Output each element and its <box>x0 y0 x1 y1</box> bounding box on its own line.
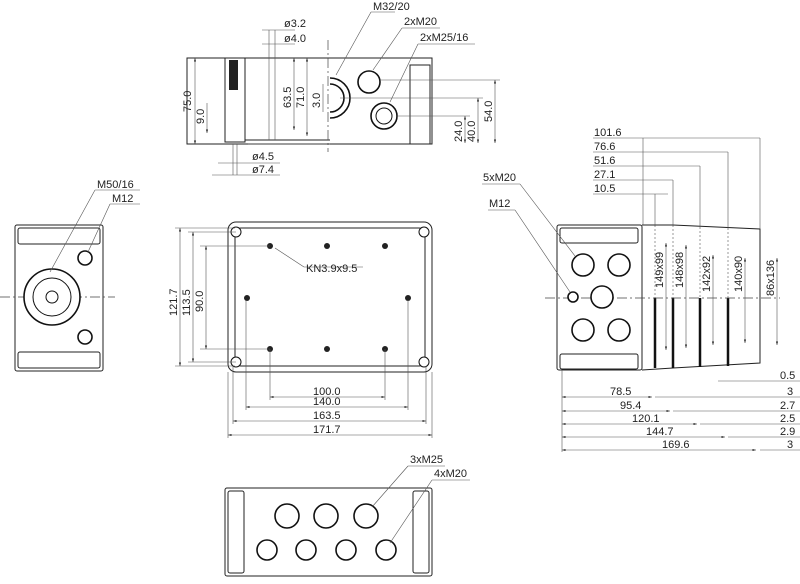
dim-10.5: 10.5 <box>594 183 615 195</box>
dim-9: 9.0 <box>195 109 207 124</box>
size-149x99: 149x99 <box>654 252 666 288</box>
dim-d3.2: ø3.2 <box>284 18 306 30</box>
callout-3xm25: 3xM25 <box>410 454 443 466</box>
size-142x92: 142x92 <box>701 256 713 292</box>
callout-2xm20: 2xM20 <box>404 16 437 28</box>
dim-163.5: 163.5 <box>313 410 341 422</box>
size-86x136: 86x136 <box>765 260 777 296</box>
offset-3-last: 3 <box>787 439 793 451</box>
dim-71: 71.0 <box>295 87 307 108</box>
dim-27.1: 27.1 <box>594 169 615 181</box>
dim-100: 100.0 <box>313 386 341 398</box>
offset-2.7: 2.7 <box>780 400 795 412</box>
dim-d4.5: ø4.5 <box>252 151 274 163</box>
gland-m12 <box>77 250 93 266</box>
dim-40: 40.0 <box>466 121 478 142</box>
dim-113.5: 113.5 <box>181 289 193 316</box>
dim-75: 75.0 <box>182 91 194 112</box>
dim-63.5: 63.5 <box>282 87 294 108</box>
callout-kn: KN3.9x9.5 <box>306 263 357 275</box>
gland-m20 <box>357 70 381 94</box>
dim-144.7: 144.7 <box>646 426 674 438</box>
callout-2xm25: 2xM25/16 <box>420 32 468 44</box>
callout-m12: M12 <box>112 193 133 205</box>
callout-4xm20: 4xM20 <box>434 468 467 480</box>
left-end-view: M50/16 M12 <box>0 179 140 372</box>
dim-76.6: 76.6 <box>594 141 615 153</box>
dim-169.6: 169.6 <box>662 439 690 451</box>
dim-120.1: 120.1 <box>632 413 660 425</box>
offset-0.5: 0.5 <box>780 370 795 382</box>
dim-d7.4: ø7.4 <box>252 164 274 176</box>
callout-m12-right: M12 <box>489 198 510 210</box>
dim-78.5: 78.5 <box>610 386 631 398</box>
right-end-view: 5xM20 M12 101.6 76.6 51.6 27.1 10.5 149x… <box>482 127 800 452</box>
offset-3: 3 <box>787 386 793 398</box>
dim-d4.0: ø4.0 <box>284 33 306 45</box>
dim-54: 54.0 <box>483 101 495 122</box>
offset-2.5: 2.5 <box>780 413 795 425</box>
dim-51.6: 51.6 <box>594 155 615 167</box>
dim-140: 140.0 <box>313 396 341 408</box>
callout-m50: M50/16 <box>97 179 134 191</box>
dim-171.7: 171.7 <box>313 424 341 436</box>
dim-101.6: 101.6 <box>594 127 622 139</box>
dim-95.4: 95.4 <box>620 400 641 412</box>
size-140x90: 140x90 <box>733 256 745 292</box>
callout-m32: M32/20 <box>373 1 410 13</box>
dim-121.7: 121.7 <box>168 288 180 316</box>
main-plan-view: 100.0 140.0 163.5 171.7 121.7 113.5 90.0… <box>168 221 433 438</box>
dim-3: 3.0 <box>311 93 323 108</box>
top-section-view: M32/20 2xM20 2xM25/16 ø3.2 ø4.0 75.0 9.0… <box>182 1 500 176</box>
bottom-end-view: 3xM25 4xM20 <box>224 454 470 577</box>
dim-90: 90.0 <box>194 291 206 312</box>
size-148x98: 148x98 <box>674 252 686 288</box>
offset-2.9: 2.9 <box>780 426 795 438</box>
callout-5xm20: 5xM20 <box>483 172 516 184</box>
dim-24: 24.0 <box>453 121 465 142</box>
